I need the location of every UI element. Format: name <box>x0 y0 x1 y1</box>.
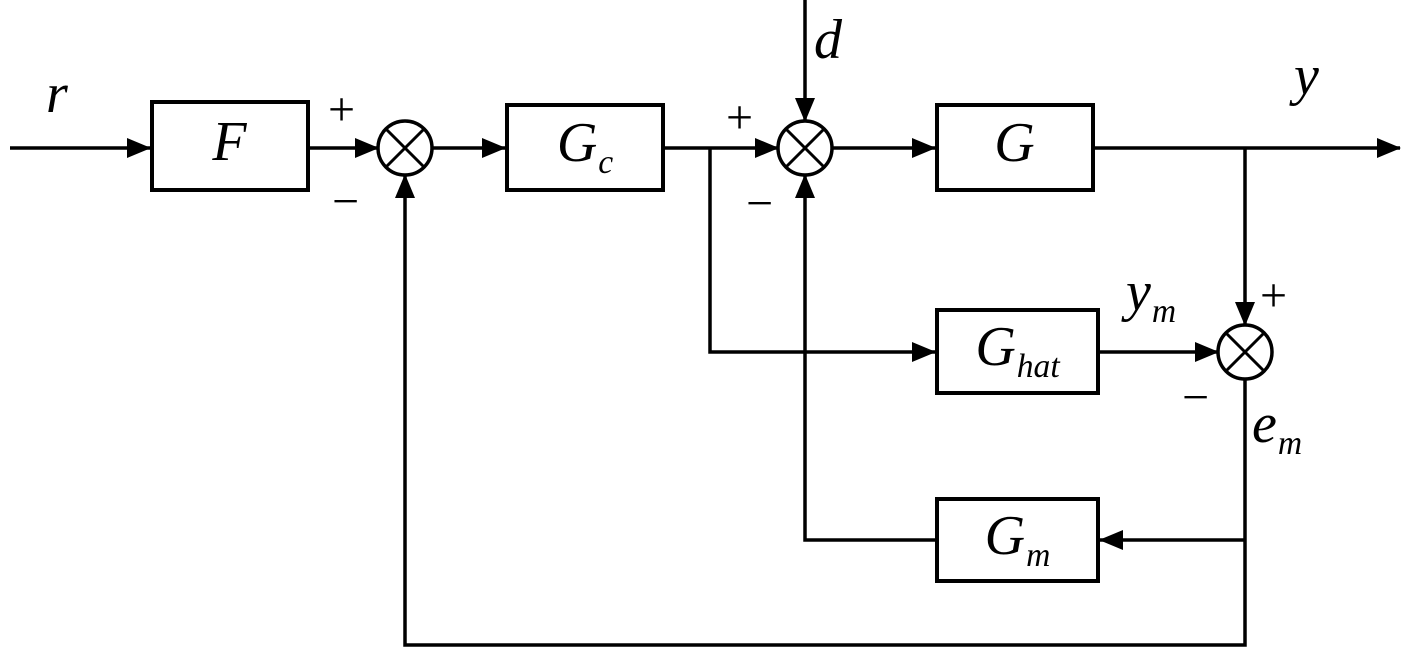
branch-gc-to-ghat <box>708 148 936 362</box>
block-ghat: Ghat <box>935 308 1100 395</box>
block-f-main: F <box>212 110 247 173</box>
block-gc: Gc <box>505 103 665 192</box>
block-ghat-sub: hat <box>1016 348 1060 386</box>
cross-icon <box>384 127 426 169</box>
signal-em-sub: m <box>1277 425 1303 463</box>
signal-ym-main: y <box>1126 261 1151 323</box>
block-gc-sub: c <box>598 144 614 182</box>
block-gm-sub: m <box>1026 536 1051 574</box>
block-ghat-main: G <box>975 316 1016 379</box>
signal-d-label: d <box>814 9 842 71</box>
sum2-plus-sign: + <box>726 91 754 144</box>
signal-ym-sub: m <box>1151 293 1177 331</box>
signal-ym-label: ym <box>1126 264 1176 329</box>
signal-em-main: e <box>1252 393 1277 455</box>
block-f-label: F <box>212 114 247 179</box>
block-gc-main: G <box>556 112 598 175</box>
block-g-label: G <box>994 115 1035 180</box>
signal-y-label: y <box>1294 45 1319 107</box>
block-g-main: G <box>994 112 1035 175</box>
cross-icon <box>1224 331 1266 373</box>
block-f: F <box>150 100 310 192</box>
feedback-gm-to-sum2 <box>795 174 935 542</box>
block-gm-main: G <box>984 504 1026 567</box>
block-gm-label: Gm <box>985 508 1051 573</box>
signal-r-label: r <box>46 63 68 125</box>
sum3-plus-sign: + <box>1260 269 1288 322</box>
cross-icon <box>784 127 826 169</box>
block-gm: Gm <box>935 497 1100 583</box>
feedback-em-to-sum1 <box>395 174 1247 647</box>
block-ghat-label: Ghat <box>975 319 1059 384</box>
sum2-minus-sign: − <box>746 177 774 230</box>
sum3-minus-sign: − <box>1182 371 1210 424</box>
block-g: G <box>935 103 1095 192</box>
signal-em-label: em <box>1252 396 1302 461</box>
sum1-plus-sign: + <box>328 83 356 136</box>
block-gc-label: Gc <box>557 115 613 180</box>
sum1-minus-sign: − <box>332 175 360 228</box>
